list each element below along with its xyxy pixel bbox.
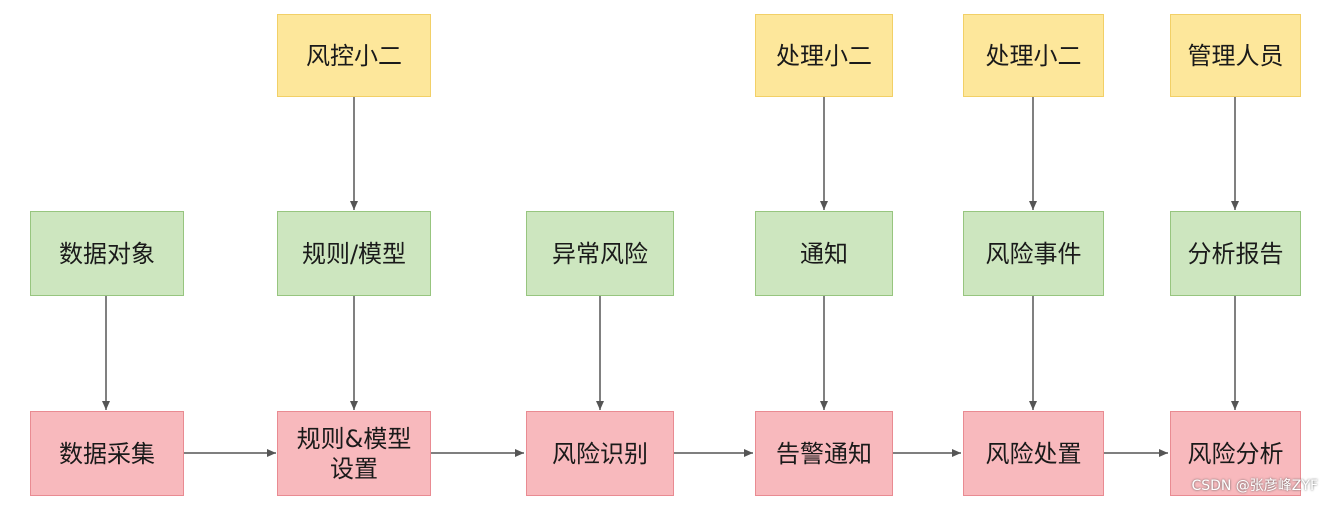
actor-manager: 管理人员	[1170, 14, 1301, 97]
input-notification: 通知	[755, 211, 893, 296]
actor-handler-1: 处理小二	[755, 14, 893, 97]
step-risk-analysis: 风险分析	[1170, 411, 1301, 496]
input-risk-event: 风险事件	[963, 211, 1104, 296]
input-analysis-report: 分析报告	[1170, 211, 1301, 296]
step-alert-notification: 告警通知	[755, 411, 893, 496]
step-data-collection: 数据采集	[30, 411, 184, 496]
input-abnormal-risk: 异常风险	[526, 211, 674, 296]
step-risk-disposal: 风险处置	[963, 411, 1104, 496]
watermark: CSDN @张彦峰ZYF	[1191, 478, 1318, 494]
input-rule-model: 规则/模型	[277, 211, 431, 296]
step-rule-model-setup: 规则&模型 设置	[277, 411, 431, 496]
actor-handler-2: 处理小二	[963, 14, 1104, 97]
input-data-object: 数据对象	[30, 211, 184, 296]
step-risk-identification: 风险识别	[526, 411, 674, 496]
actor-risk-control: 风控小二	[277, 14, 431, 97]
